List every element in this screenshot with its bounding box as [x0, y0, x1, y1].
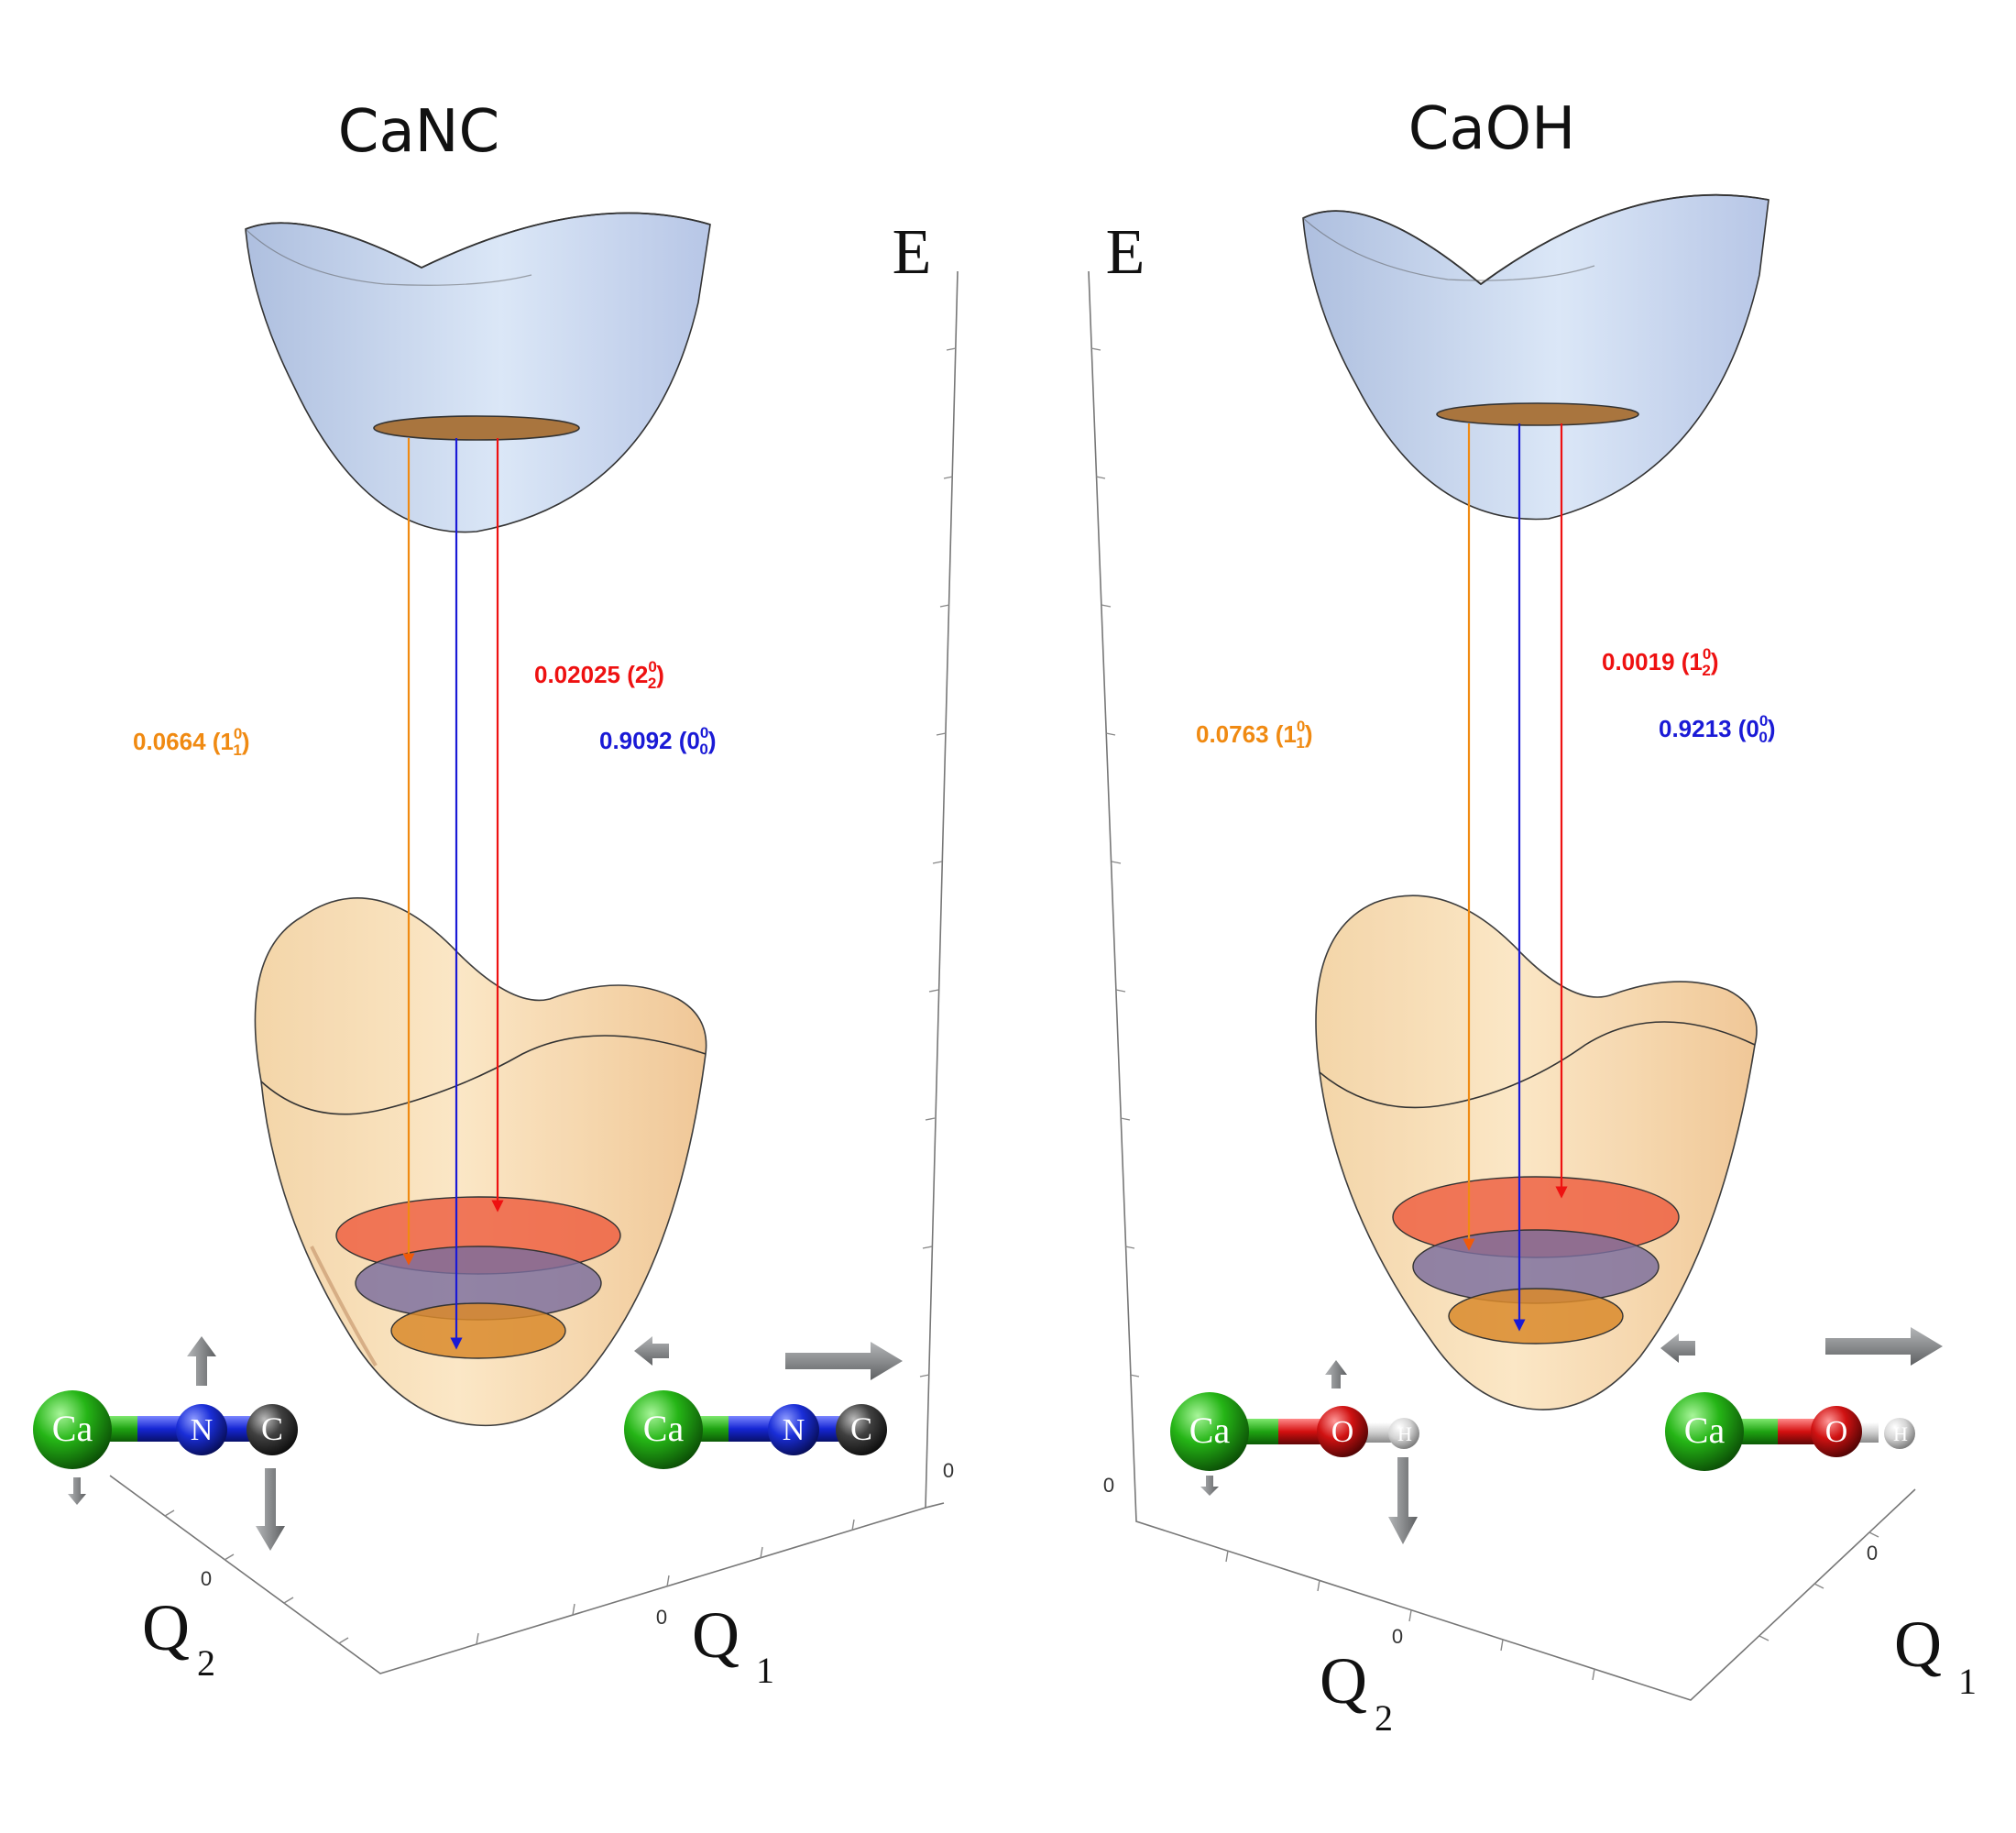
displacement-arrow-down-small [68, 1477, 86, 1505]
svg-text:Q: Q [1320, 1644, 1367, 1718]
displacement-arrow-up [1325, 1360, 1347, 1388]
svg-text:1: 1 [756, 1650, 774, 1691]
panel-title: CaOH [1408, 95, 1575, 163]
displacement-arrow-down-large [256, 1468, 285, 1551]
svg-text:C: C [261, 1410, 283, 1447]
svg-text:Q: Q [142, 1591, 190, 1664]
q1-axis-label: Q 1 [1894, 1608, 1977, 1702]
energy-axis-label: E [1106, 217, 1145, 288]
svg-text:Ca: Ca [643, 1408, 685, 1449]
molecule-stretching-mode: Ca N C [624, 1336, 903, 1469]
q1-axis-label: Q 1 [692, 1598, 774, 1691]
calcium-atom [624, 1390, 703, 1469]
panel-canc: CaNC E 0 0 0 [33, 98, 959, 1691]
svg-text:H: H [1397, 1422, 1412, 1445]
oxygen-atom [1811, 1406, 1862, 1457]
upper-potential-surface [245, 212, 711, 533]
molecule-bending-mode: Ca O H [1170, 1360, 1419, 1544]
displacement-arrow-right [785, 1342, 903, 1380]
svg-text:N: N [191, 1413, 214, 1447]
svg-text:Ca: Ca [1189, 1410, 1231, 1451]
displacement-arrow-down-large [1388, 1457, 1418, 1544]
carbon-atom [247, 1404, 298, 1455]
carbon-atom [836, 1404, 887, 1455]
svg-text:1: 1 [1958, 1661, 1977, 1702]
nitrogen-atom [768, 1404, 819, 1455]
svg-text:C: C [850, 1410, 872, 1447]
upper-potential-surface [1302, 193, 1769, 521]
axes-box [109, 270, 959, 1674]
axis-ticks [164, 347, 957, 1645]
oxygen-atom [1317, 1406, 1368, 1457]
panel-caoh: CaOH E 0 0 0 Q 1 [1088, 95, 1977, 1739]
axis-ticks [1090, 347, 1879, 1681]
panel-title: CaNC [338, 98, 499, 166]
displacement-arrow-left [634, 1336, 669, 1366]
energy-axis-label: E [893, 217, 932, 288]
svg-text:O: O [1331, 1415, 1354, 1449]
displacement-arrow-left [1660, 1334, 1695, 1363]
q2-axis-label: Q 2 [1320, 1644, 1393, 1739]
upper-vibrational-level [373, 415, 580, 441]
calcium-atom [1665, 1392, 1744, 1471]
axes-box [1088, 270, 1916, 1701]
svg-text:H: H [1893, 1422, 1908, 1445]
svg-text:Ca: Ca [52, 1408, 93, 1449]
displacement-arrow-right [1825, 1327, 1943, 1366]
displacement-arrow-down-small [1200, 1476, 1219, 1496]
calcium-atom [33, 1390, 112, 1469]
energy-axis-zero-tick: 0 [1103, 1474, 1114, 1497]
svg-text:Q: Q [1894, 1608, 1942, 1681]
svg-text:Q: Q [692, 1598, 740, 1672]
svg-text:2: 2 [1375, 1697, 1393, 1739]
nitrogen-atom [176, 1404, 227, 1455]
q1-axis-zero-tick: 0 [1867, 1542, 1878, 1564]
q2-axis-zero-tick: 0 [1392, 1625, 1403, 1648]
hydrogen-atom [1884, 1418, 1915, 1449]
displacement-arrow-up [187, 1336, 216, 1386]
svg-text:2: 2 [197, 1642, 215, 1684]
svg-text:N: N [783, 1413, 805, 1447]
lower-level-v0 [390, 1302, 566, 1359]
q1-axis-zero-tick: 0 [656, 1606, 667, 1629]
hydrogen-atom [1388, 1418, 1419, 1449]
svg-text:O: O [1825, 1415, 1848, 1449]
calcium-atom [1170, 1392, 1249, 1471]
upper-vibrational-level [1436, 402, 1639, 426]
svg-text:Ca: Ca [1684, 1410, 1726, 1451]
molecule-bending-mode: Ca N C [33, 1336, 298, 1551]
energy-axis-zero-tick: 0 [943, 1459, 954, 1482]
molecule-stretching-mode: Ca O H [1660, 1327, 1943, 1471]
q2-axis-label: Q 2 [142, 1591, 215, 1684]
lower-level-v0 [1448, 1288, 1624, 1345]
q2-axis-zero-tick: 0 [201, 1567, 212, 1590]
